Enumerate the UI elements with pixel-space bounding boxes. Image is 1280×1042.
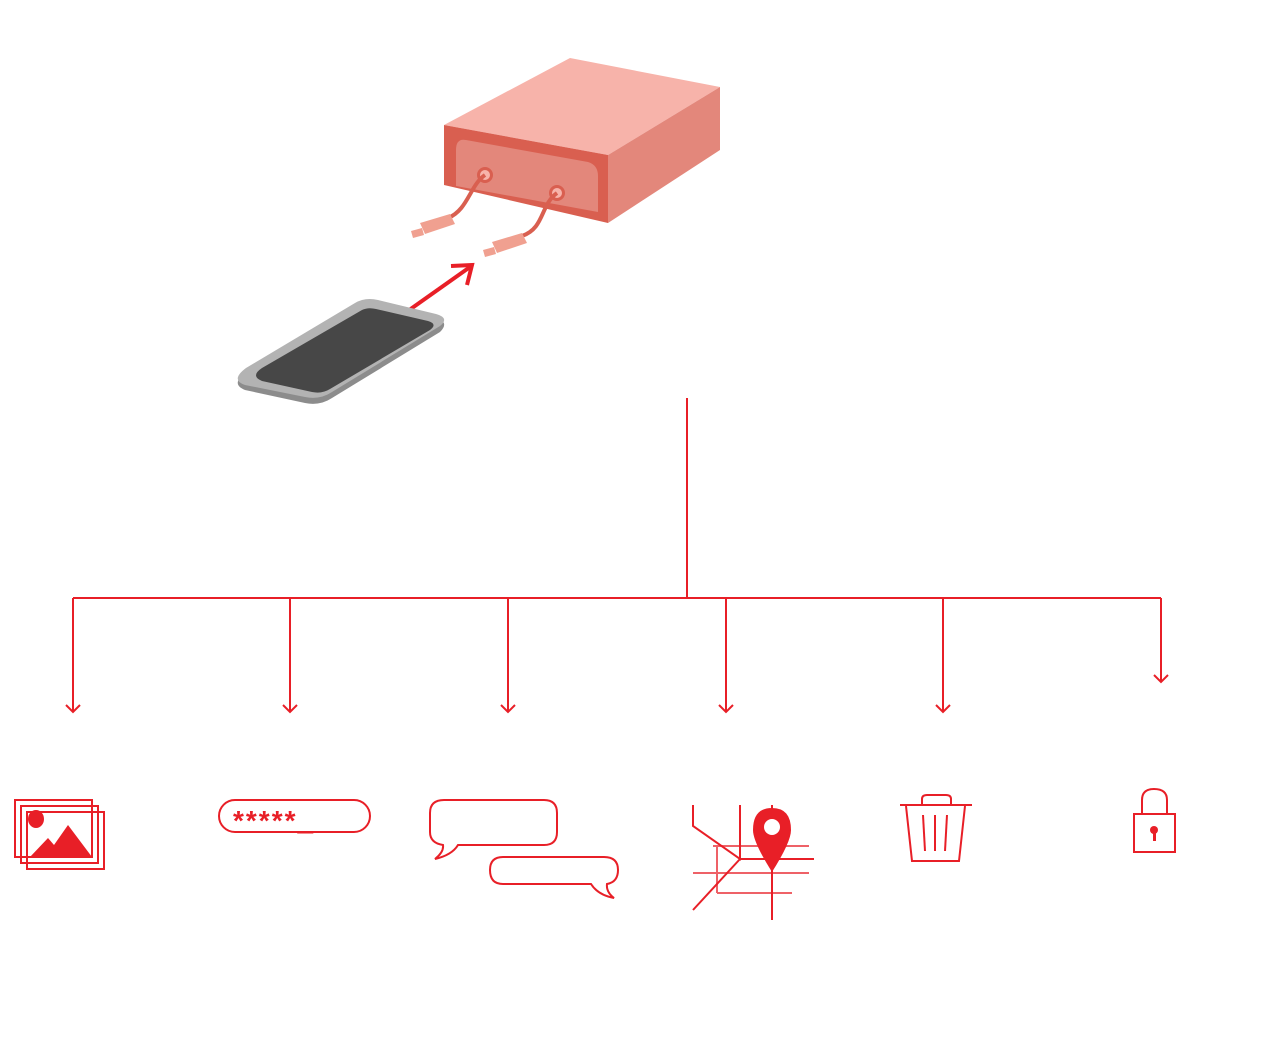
- password-mask-text: *****_: [233, 805, 315, 836]
- images-icon: [14, 799, 105, 870]
- smartphone-icon: [237, 299, 445, 404]
- lock-icon: [1133, 787, 1176, 853]
- map-pin-icon: [692, 805, 814, 920]
- branch-connector-lines: [65, 398, 1169, 714]
- password-field-icon: *****_: [218, 799, 371, 836]
- trash-icon: [900, 794, 972, 862]
- extraction-box-icon: [411, 58, 720, 257]
- chat-bubbles-icon: [429, 799, 620, 899]
- arrow-right-up-icon: [403, 262, 475, 315]
